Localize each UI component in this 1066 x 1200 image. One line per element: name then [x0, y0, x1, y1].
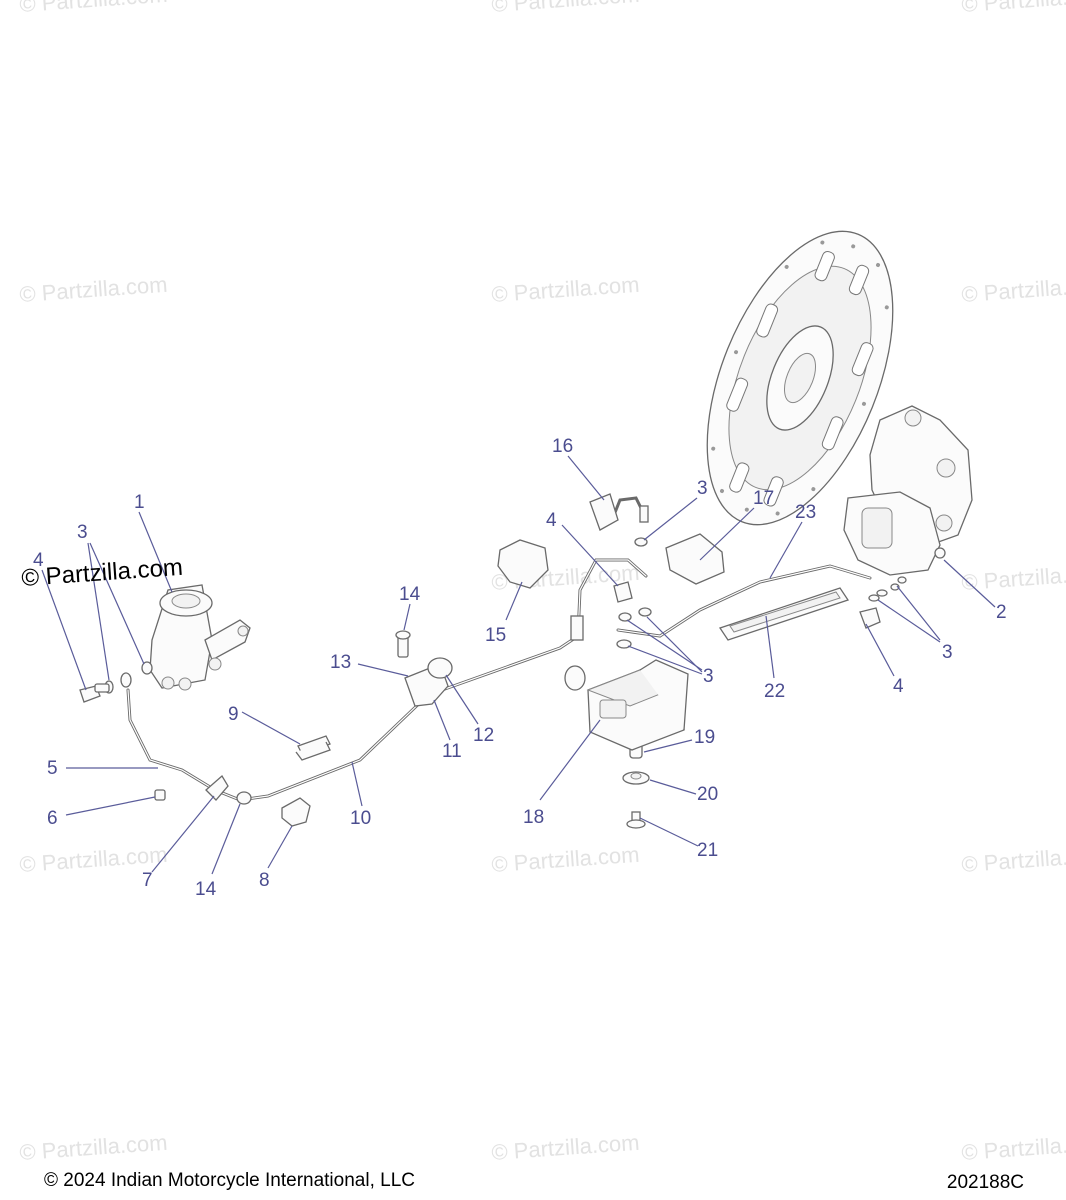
callout-21: 21 — [697, 840, 718, 861]
callout-15: 15 — [485, 625, 506, 646]
callout-18: 18 — [523, 807, 544, 828]
callout-22: 22 — [764, 681, 785, 702]
brake-caliper — [843, 405, 973, 576]
callout-labels: 1 2 3 3 3 3 4 4 4 5 6 7 8 9 10 11 12 13 … — [33, 436, 1007, 900]
brake-lines — [126, 496, 872, 802]
callout-4: 4 — [893, 676, 904, 697]
callout-19: 19 — [694, 727, 715, 748]
callout-9: 9 — [228, 704, 239, 725]
callout-3: 3 — [942, 642, 953, 663]
callout-12: 12 — [473, 725, 494, 746]
watermark-text: © Partzilla.com — [961, 0, 1066, 17]
abs-module — [564, 659, 689, 751]
callout-1: 1 — [134, 492, 145, 513]
watermark-text: © Partzilla.com — [19, 272, 169, 307]
watermark-text: © Partzilla.com — [961, 842, 1066, 877]
callout-23: 23 — [795, 502, 816, 523]
callout-20: 20 — [697, 784, 718, 805]
callout-3: 3 — [697, 478, 708, 499]
diagram-code: 202188C — [947, 1172, 1024, 1193]
callout-16: 16 — [552, 436, 573, 457]
copyright-text: © 2024 Indian Motorcycle International, … — [44, 1170, 415, 1191]
watermark-layer: © Partzilla.com © Partzilla.com © Partzi… — [19, 0, 1066, 1165]
callout-13: 13 — [330, 652, 351, 673]
callout-14: 14 — [399, 584, 421, 605]
master-cylinder — [149, 584, 251, 691]
callout-10: 10 — [350, 808, 371, 829]
callout-3: 3 — [703, 666, 714, 687]
brake-disc — [706, 230, 894, 526]
callout-4: 4 — [546, 510, 557, 531]
callout-17: 17 — [753, 488, 774, 509]
watermark-text: © Partzilla.com — [961, 1130, 1066, 1165]
callout-11: 11 — [442, 741, 462, 762]
callout-8: 8 — [259, 870, 270, 891]
watermark-text: © Partzilla.com — [491, 272, 641, 307]
brackets — [205, 493, 850, 827]
callout-5: 5 — [47, 758, 58, 779]
watermark-text: © Partzilla.com — [491, 1130, 641, 1165]
watermark-text: © Partzilla.com — [19, 0, 169, 17]
callout-2: 2 — [996, 602, 1007, 623]
fasteners — [79, 537, 907, 829]
callout-14: 14 — [195, 879, 217, 900]
watermark-text: © Partzilla.com — [19, 1130, 169, 1165]
callout-6: 6 — [47, 808, 58, 829]
watermark-text: © Partzilla.com — [491, 842, 641, 877]
leader-lines — [41, 455, 996, 875]
callout-4: 4 — [33, 550, 44, 571]
callout-7: 7 — [142, 870, 153, 891]
watermark-text: © Partzilla.com — [491, 0, 641, 17]
brand-watermark: © Partzilla.com — [21, 554, 184, 592]
callout-3: 3 — [77, 522, 88, 543]
watermark-text: © Partzilla.com — [961, 272, 1066, 307]
